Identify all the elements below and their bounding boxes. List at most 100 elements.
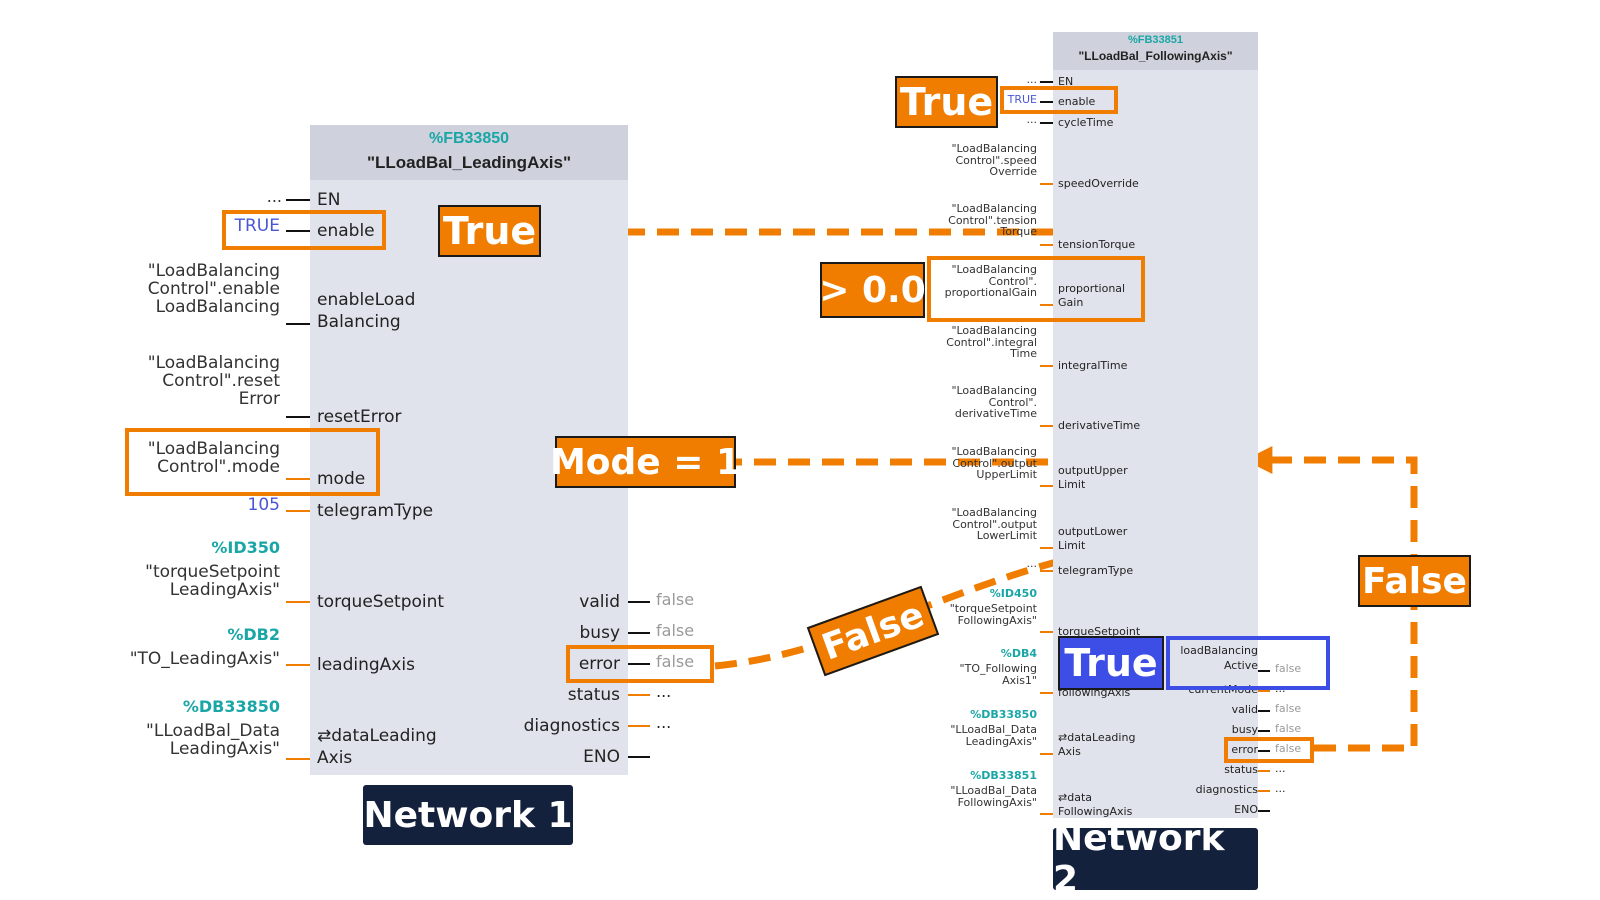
wire bbox=[1040, 122, 1053, 124]
wire bbox=[1040, 81, 1053, 83]
block-number: %FB33850 bbox=[428, 130, 510, 147]
wire bbox=[286, 664, 310, 666]
wire bbox=[1040, 101, 1053, 103]
pin-derivative-time: derivativeTime bbox=[1058, 419, 1141, 432]
error-value: false bbox=[1275, 742, 1302, 755]
leading-axis-source: "TO_LeadingAxis" bbox=[129, 649, 280, 669]
wire bbox=[1258, 730, 1270, 732]
tag-true-active: True bbox=[1058, 636, 1164, 690]
wire bbox=[286, 199, 310, 201]
highlight-mode bbox=[125, 428, 380, 496]
wire bbox=[1258, 710, 1270, 712]
wire bbox=[628, 663, 650, 665]
block-name: "LLoadBal_LeadingAxis" bbox=[366, 153, 572, 172]
data-following-address: %DB33851 bbox=[970, 769, 1037, 782]
load-balancing-active-value: false bbox=[1275, 662, 1302, 675]
wire bbox=[286, 601, 310, 603]
data-leading-source: "LLoadBal_Data LeadingAxis" bbox=[950, 723, 1037, 748]
pin-reset-error: resetError bbox=[317, 407, 402, 427]
pin-telegram-type: telegramType bbox=[1058, 564, 1134, 577]
pin-data-leading-axis: ⇄dataLeading Axis bbox=[317, 726, 437, 769]
mode-source: "LoadBalancing Control".mode bbox=[147, 439, 280, 477]
tension-torque-source: "LoadBalancing Control".tension Torque bbox=[948, 202, 1037, 239]
wire bbox=[286, 758, 310, 760]
pin-eno: ENO bbox=[583, 747, 620, 767]
wire bbox=[1258, 690, 1270, 692]
wire bbox=[628, 632, 650, 634]
torque-address: %ID450 bbox=[989, 587, 1037, 600]
pin-enable-load-balancing: enableLoad Balancing bbox=[317, 290, 416, 333]
pin-status: status bbox=[567, 685, 620, 705]
pin-output-upper-limit: outputUpper Limit bbox=[1058, 464, 1128, 492]
tag-true-enable-n2: True bbox=[895, 76, 998, 128]
pin-en: EN bbox=[317, 190, 341, 210]
highlight-enable-n1 bbox=[222, 210, 386, 250]
highlight-error-n1 bbox=[566, 645, 714, 683]
block-header: %FB33850 "LLoadBal_LeadingAxis" bbox=[310, 125, 628, 180]
en-source: ... bbox=[1026, 73, 1038, 86]
status-value: ... bbox=[656, 682, 672, 701]
upper-limit-source: "LoadBalancing Control".output UpperLimi… bbox=[951, 445, 1037, 482]
tag-mode: Mode = 1 bbox=[550, 436, 741, 488]
data-leading-source: "LLoadBal_Data LeadingAxis" bbox=[146, 721, 280, 759]
pin-tension-torque: tensionTorque bbox=[1058, 238, 1136, 251]
valid-value: false bbox=[656, 590, 695, 609]
wire bbox=[1258, 670, 1270, 672]
wire bbox=[1040, 183, 1053, 185]
highlight-enable-n2 bbox=[1000, 86, 1118, 114]
wire bbox=[628, 601, 650, 603]
network-1-label: Network 1 bbox=[363, 785, 573, 845]
wire bbox=[628, 725, 650, 727]
pin-valid: valid bbox=[1231, 703, 1258, 716]
pin-proportional-gain: proportional Gain bbox=[1058, 282, 1126, 310]
diagnostics-value: ... bbox=[1275, 782, 1286, 795]
pin-speed-override: speedOverride bbox=[1058, 177, 1139, 190]
pin-cycle-time: cycleTime bbox=[1058, 116, 1114, 129]
tag-false-error-n2: False bbox=[1358, 555, 1471, 607]
tag-gain: > 0.0 bbox=[819, 262, 926, 318]
pin-load-balancing-active: loadBalancing Active bbox=[1180, 644, 1258, 672]
wire bbox=[1040, 813, 1053, 815]
diagnostics-value: ... bbox=[656, 713, 672, 732]
pin-output-lower-limit: outputLower Limit bbox=[1058, 525, 1128, 553]
busy-value: false bbox=[656, 621, 695, 640]
wire bbox=[628, 756, 650, 758]
block-header: %FB33851 "LLoadBal_FollowingAxis" bbox=[1053, 32, 1258, 70]
pin-data-leading-axis: ⇄dataLeading Axis bbox=[1058, 731, 1136, 759]
torque-address: %ID350 bbox=[211, 538, 280, 557]
status-value: ... bbox=[1275, 762, 1286, 775]
pin-data-following-axis: ⇄data FollowingAxis bbox=[1058, 791, 1133, 819]
derivative-time-source: "LoadBalancing Control". derivativeTime bbox=[951, 384, 1037, 421]
wire bbox=[286, 510, 310, 512]
highlight-load-balancing-active bbox=[1166, 636, 1330, 690]
wire bbox=[286, 323, 310, 325]
data-following-source: "LLoadBal_Data FollowingAxis" bbox=[950, 784, 1037, 809]
error-value: false bbox=[656, 652, 695, 671]
pin-enable: enable bbox=[317, 221, 375, 241]
wire bbox=[286, 230, 310, 232]
pin-diagnostics: diagnostics bbox=[1195, 783, 1258, 796]
pin-mode: mode bbox=[317, 469, 366, 489]
following-axis-address: %DB4 bbox=[1000, 647, 1037, 660]
following-axis-source: "TO_Following Axis1" bbox=[959, 662, 1037, 687]
wire bbox=[1040, 570, 1053, 572]
pin-diagnostics: diagnostics bbox=[523, 716, 620, 736]
reset-error-source: "LoadBalancing Control".reset Error bbox=[147, 353, 280, 409]
cycle-time-source: ... bbox=[1026, 113, 1038, 126]
torque-source: "torqueSetpoint LeadingAxis" bbox=[145, 562, 280, 600]
highlight-gain bbox=[927, 256, 1145, 322]
wire bbox=[1040, 753, 1053, 755]
lower-limit-source: "LoadBalancing Control".output LowerLimi… bbox=[951, 506, 1037, 543]
pin-status: status bbox=[1224, 763, 1258, 776]
wire bbox=[1040, 244, 1053, 246]
leading-axis-address: %DB2 bbox=[227, 625, 280, 644]
wire bbox=[1040, 365, 1053, 367]
telegram-source: 105 bbox=[247, 495, 280, 515]
wire bbox=[1040, 485, 1053, 487]
enable-source: TRUE bbox=[234, 216, 280, 236]
valid-value: false bbox=[1275, 702, 1302, 715]
pin-torque-setpoint: torqueSetpoint bbox=[317, 592, 445, 612]
wire bbox=[1258, 750, 1270, 752]
enable-lb-source: "LoadBalancing Control".enable LoadBalan… bbox=[147, 261, 280, 317]
wire bbox=[628, 694, 650, 696]
